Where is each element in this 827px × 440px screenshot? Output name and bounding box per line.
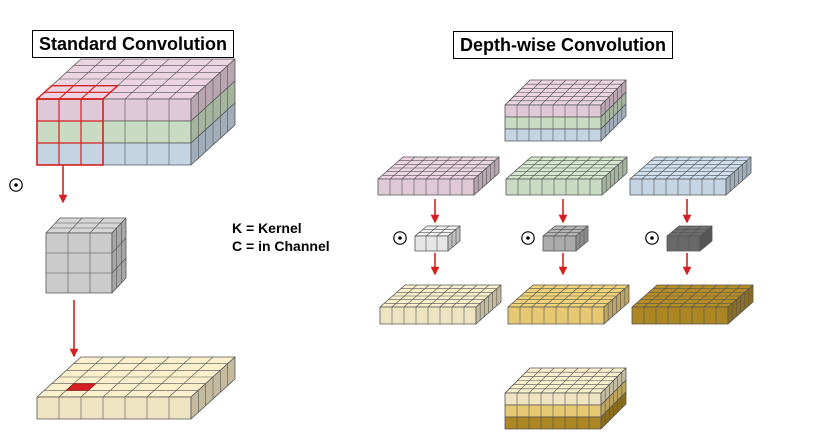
output-channel-1: [379, 284, 502, 325]
depthwise-arrow-1a: [430, 199, 440, 224]
kernel-highlight: [36, 84, 119, 166]
depthwise-arrow-3b: [682, 253, 692, 276]
output-channel-3: [631, 284, 754, 325]
standard-convolution-title: Standard Convolution: [32, 30, 234, 58]
depthwise-arrow-3a: [682, 199, 692, 224]
standard-arrow-1: [58, 165, 68, 204]
depthwise-convolution-title: Depth-wise Convolution: [453, 31, 673, 59]
legend-kernel: K = Kernel: [232, 220, 302, 236]
input-channel-1: [377, 156, 500, 196]
depthwise-arrow-2b: [558, 253, 568, 276]
standard-output-map: [36, 356, 236, 420]
depthwise-kernel-2: [542, 225, 589, 252]
depthwise-arrow-1b: [430, 253, 440, 276]
depthwise-input-volume: [504, 79, 627, 142]
standard-arrow-2: [69, 300, 79, 358]
depthwise-operator-2: [521, 231, 535, 245]
depthwise-output-volume: [504, 367, 627, 430]
standard-kernel-cube: [45, 217, 127, 294]
depthwise-operator-3: [645, 231, 659, 245]
input-channel-2: [505, 156, 628, 196]
depthwise-kernel-3: [666, 225, 713, 252]
input-channel-3: [629, 156, 752, 196]
standard-operator-symbol: [9, 178, 23, 192]
depthwise-operator-1: [393, 231, 407, 245]
standard-input-volume: [36, 58, 236, 166]
output-channel-2: [507, 284, 630, 325]
depthwise-arrow-2a: [558, 199, 568, 224]
legend-channel: C = in Channel: [232, 238, 330, 254]
depthwise-kernel-1: [414, 225, 461, 252]
